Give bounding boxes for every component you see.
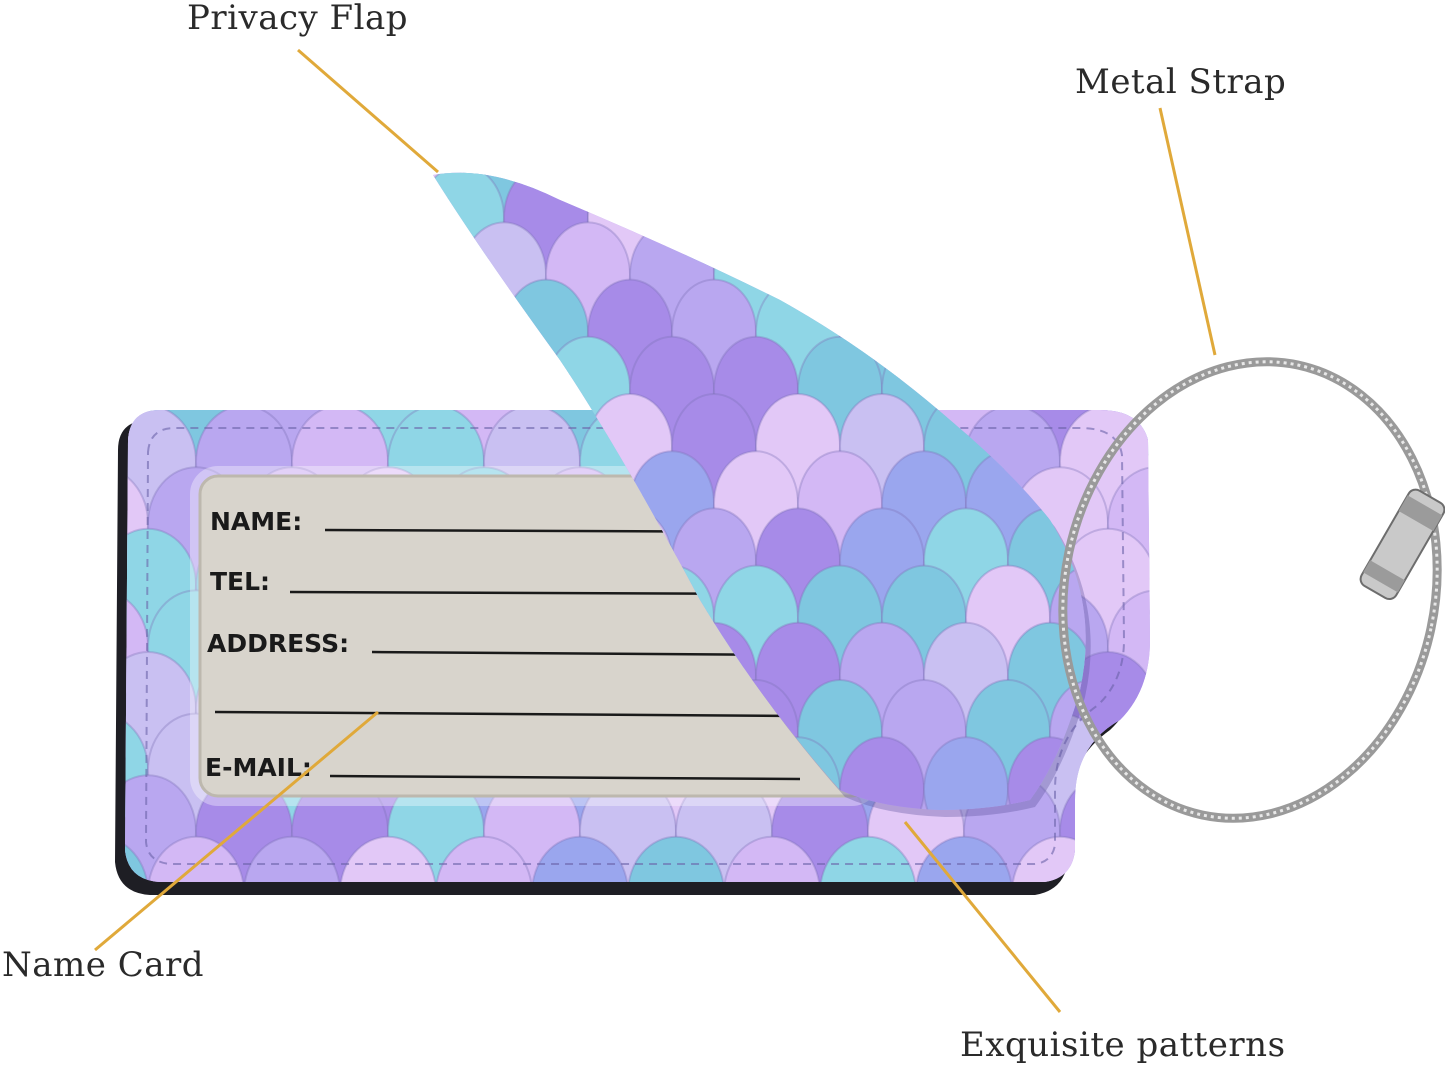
field-address-label: ADDRESS: [207,629,349,658]
field-email-line [329,774,801,781]
leader-privacy-flap [297,48,439,174]
field-email-label: E-MAIL: [205,753,312,782]
field-address-line-2 [214,710,801,718]
leader-metal-strap [1158,107,1217,356]
field-tel-label: TEL: [210,567,270,596]
leader-patterns [903,821,1062,1013]
callout-privacy-flap: Privacy Flap [187,0,409,38]
callout-exquisite-patterns: Exquisite patterns [960,1025,1286,1065]
tag-stitch [144,427,1126,865]
metal-strap [1058,357,1445,823]
screw-lock [1359,488,1445,601]
callout-name-card: Name Card [2,945,204,985]
leader-name-card [94,710,379,952]
field-address-line [371,650,801,657]
field-name-label: NAME: [210,507,302,536]
callout-metal-strap: Metal Strap [1075,62,1287,102]
leader-lines [94,48,1217,1013]
